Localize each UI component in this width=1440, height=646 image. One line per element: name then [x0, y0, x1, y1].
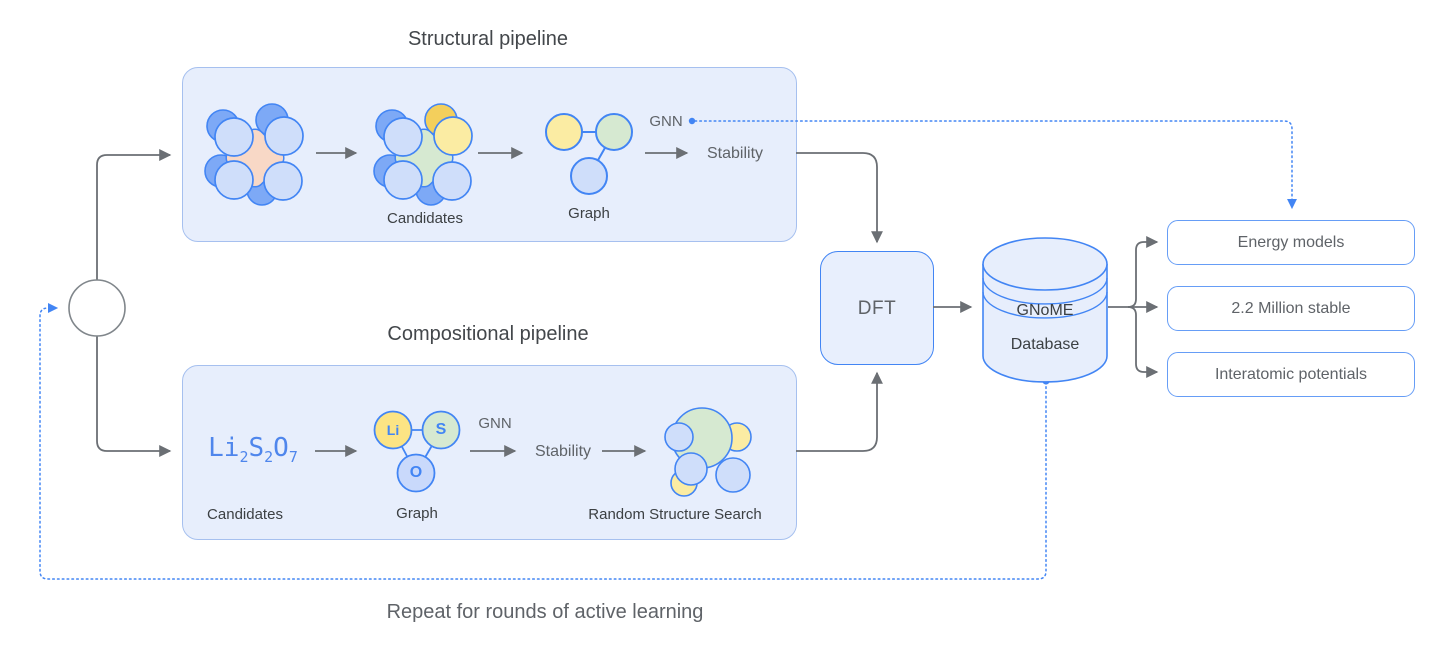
- formula-li: Li: [208, 433, 240, 463]
- connector-branch-to-interatomic: [1127, 306, 1159, 378]
- compositional-stability-label: Stability: [534, 443, 592, 460]
- formula-li2s2o7: Li2S2O7: [208, 433, 298, 466]
- structural-pipeline-title: Structural pipeline: [407, 28, 569, 50]
- output-label: Interatomic potentials: [1214, 365, 1368, 383]
- formula-s: S: [248, 433, 265, 463]
- compositional-graph-label: Graph: [396, 505, 438, 522]
- connector-branch-to-energy-models: [1127, 236, 1159, 308]
- database-label-line2: Database: [1010, 336, 1080, 353]
- connector-circle-to-compositional: [96, 336, 172, 457]
- compositional-pipeline-title: Compositional pipeline: [387, 323, 589, 345]
- structural-graph-label: Graph: [568, 205, 610, 222]
- output-box-interatomic-potentials: Interatomic potentials: [1167, 352, 1415, 397]
- connector-circle-to-structural: [96, 149, 172, 280]
- output-label: 2.2 Million stable: [1231, 299, 1351, 317]
- database-label-line1: GNoME: [1016, 302, 1074, 319]
- output-label: Energy models: [1237, 233, 1345, 251]
- node-o-label: O: [409, 464, 423, 481]
- formula-o-sub: 7: [288, 448, 298, 467]
- structural-gnn-label: GNN: [649, 113, 683, 130]
- random-structure-search-label: Random Structure Search: [588, 506, 762, 523]
- connector-structural-to-dft: [796, 152, 883, 244]
- formula-o: O: [273, 433, 289, 463]
- connector-compositional-to-dft: [796, 371, 883, 452]
- dft-label: DFT: [857, 298, 897, 319]
- node-li-label: Li: [386, 422, 400, 438]
- compositional-candidates-label: Candidates: [207, 506, 283, 523]
- feedback-origin-dot-database: [1042, 377, 1050, 385]
- output-box-million-stable: 2.2 Million stable: [1167, 286, 1415, 331]
- formula-li-sub: 2: [239, 448, 249, 467]
- merge-circle: [68, 279, 126, 337]
- output-box-energy-models: Energy models: [1167, 220, 1415, 265]
- structural-candidates-label: Candidates: [387, 210, 463, 227]
- node-s-label: S: [435, 421, 447, 438]
- structural-stability-label: Stability: [706, 145, 764, 162]
- compositional-gnn-label: GNN: [478, 415, 512, 432]
- structural-pipeline-box: [182, 67, 797, 242]
- repeat-caption: Repeat for rounds of active learning: [386, 601, 704, 623]
- formula-s-sub: 2: [264, 448, 274, 467]
- cylinder-ring: [982, 277, 1108, 305]
